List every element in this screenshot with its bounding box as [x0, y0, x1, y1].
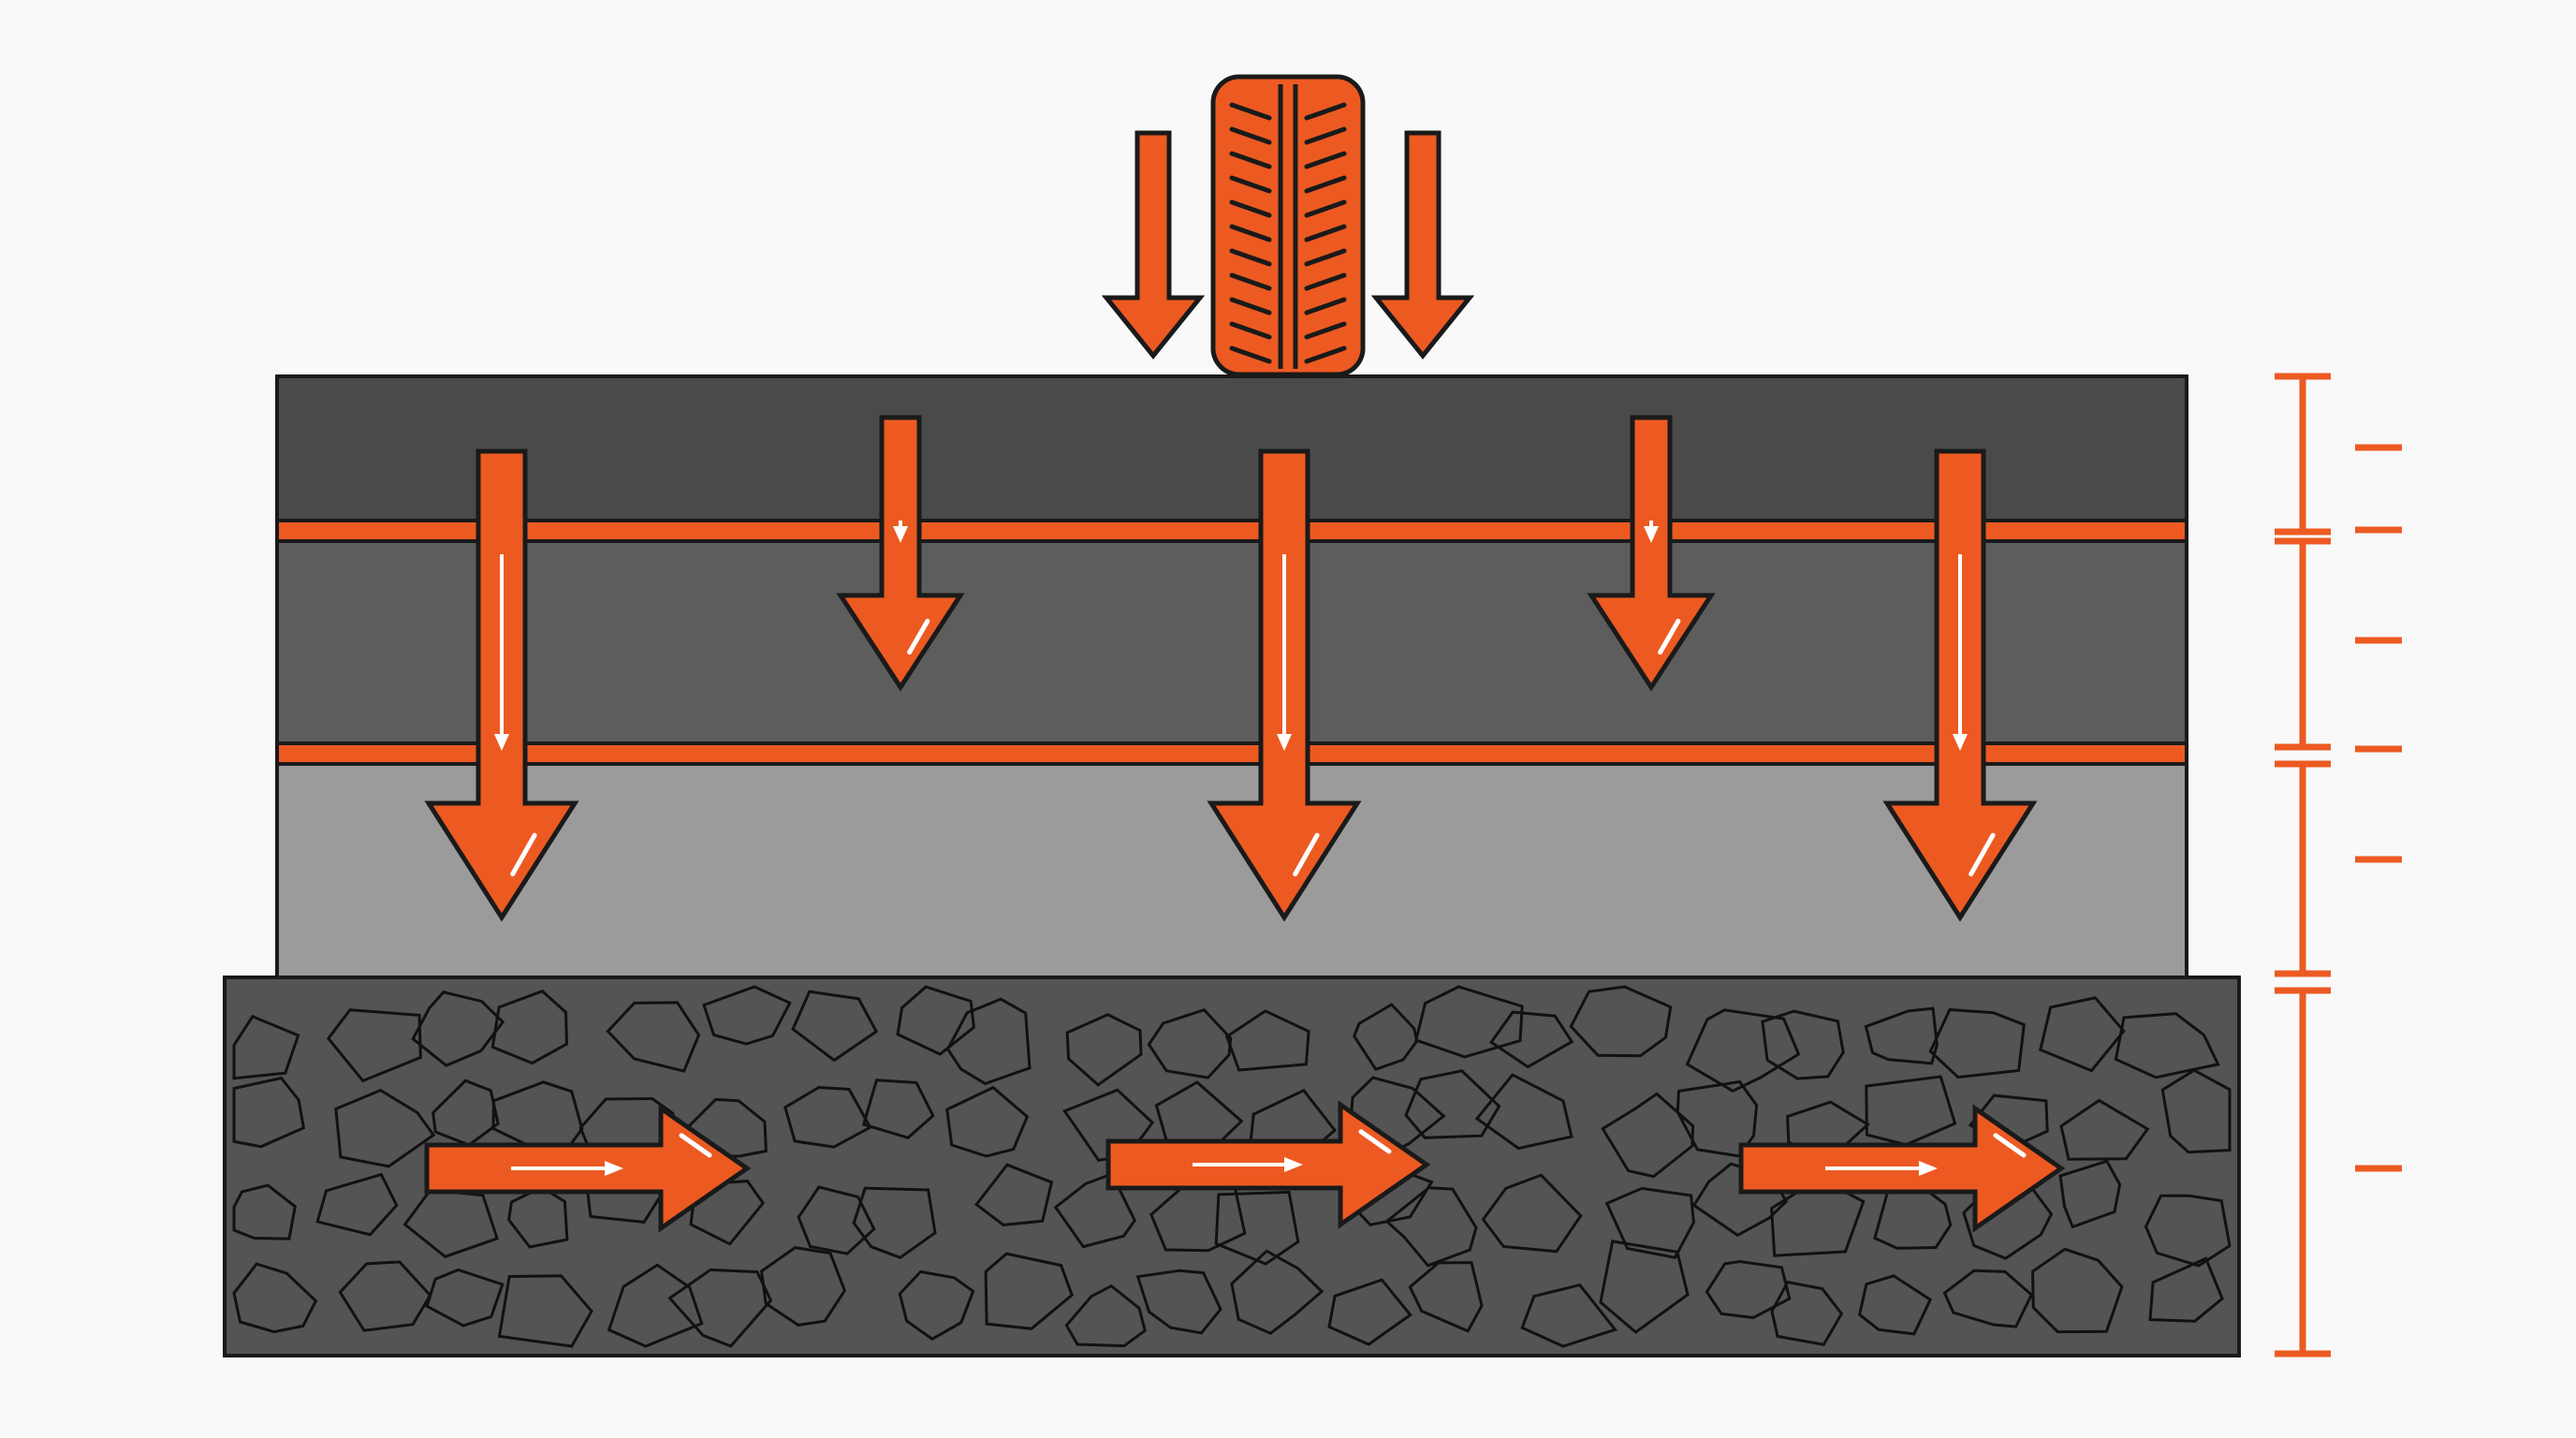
- aggregate-stone: [232, 1262, 318, 1334]
- aggregate-stone: [232, 1076, 306, 1149]
- aggregate-stone: [411, 990, 505, 1067]
- aggregate-stone: [1135, 1269, 1222, 1335]
- aggregate-stone: [973, 1163, 1054, 1226]
- aggregate-stone: [2160, 1068, 2232, 1154]
- aggregate-stone: [1761, 1009, 1845, 1080]
- downward-load-arrows: [424, 130, 2038, 922]
- aggregate-stone: [898, 1269, 975, 1342]
- aggregate-stone: [2039, 996, 2126, 1073]
- aggregate-stone: [425, 1268, 505, 1328]
- aggregate-stone: [1481, 1173, 1583, 1254]
- aggregate-stone: [232, 1183, 297, 1240]
- aggregate-stone: [2144, 1194, 2232, 1268]
- layer-base: [275, 762, 2188, 979]
- aggregate-stone: [1474, 1073, 1573, 1151]
- aggregate-stone: [797, 1185, 876, 1255]
- aggregate-stone: [607, 1263, 704, 1348]
- arrow-down-3: [1207, 448, 1362, 922]
- aggregate-stone: [1353, 1003, 1419, 1072]
- aggregate-stone: [1685, 1008, 1801, 1093]
- aggregate-stone: [1384, 1186, 1478, 1268]
- interface-line-2: [275, 741, 2188, 766]
- aggregate-stone: [861, 1078, 935, 1139]
- arrow-wheel-right: [1370, 130, 1475, 360]
- aggregate-stone: [1604, 1186, 1695, 1259]
- aggregate-stone: [334, 1088, 436, 1168]
- aggregate-stone: [1569, 985, 1673, 1058]
- aggregate-stone: [852, 1186, 937, 1259]
- aggregate-stone: [2058, 1159, 2122, 1229]
- tire-tread-icon: [1210, 74, 1366, 377]
- aggregate-stone: [2114, 1012, 2220, 1079]
- arrow-lateral-2: [1105, 1100, 1431, 1229]
- aggregate-stone: [2148, 1256, 2224, 1323]
- aggregate-stone: [1064, 1284, 1147, 1348]
- aggregate-stone: [1962, 1180, 2054, 1260]
- arrow-down-2: [836, 415, 965, 692]
- pavement-layers: [275, 374, 2188, 979]
- aggregate-stone: [945, 1085, 1030, 1158]
- aggregate-stone: [1599, 1240, 1690, 1334]
- aggregate-stone: [1488, 1010, 1574, 1069]
- aggregate-stone: [1414, 985, 1524, 1059]
- lateral-spread-arrows: [424, 1100, 2066, 1233]
- layer-surface: [275, 374, 2188, 522]
- aggregate-stone: [606, 1001, 701, 1073]
- aggregate-stone: [2031, 1247, 2124, 1334]
- aggregate-stone: [1230, 1249, 1325, 1335]
- arrow-lateral-3: [1738, 1104, 2066, 1233]
- aggregate-stone: [1147, 1007, 1233, 1079]
- aggregate-stone: [667, 1268, 773, 1348]
- aggregate-stone: [2059, 1098, 2150, 1161]
- layer-binder: [275, 539, 2188, 745]
- aggregate-stone: [497, 1274, 593, 1348]
- arrow-down-1: [424, 448, 579, 922]
- aggregate-stone: [315, 1172, 399, 1237]
- aggregate-stone: [1053, 1172, 1137, 1249]
- aggregate-stone: [1404, 1069, 1501, 1139]
- aggregate-stone: [1224, 1009, 1310, 1072]
- aggregate-stone: [1408, 1261, 1484, 1333]
- aggregate-stone: [896, 985, 975, 1056]
- aggregate-stone: [945, 997, 1032, 1086]
- aggregate-stone: [490, 989, 569, 1065]
- aggregate-stone: [1770, 1280, 1844, 1346]
- aggregate-stone: [338, 1260, 432, 1332]
- thickness-scale: [2275, 373, 2402, 1357]
- aggregate-stone: [1214, 1190, 1300, 1266]
- arrow-down-5: [1882, 448, 2038, 922]
- arrow-lateral-1: [424, 1104, 752, 1233]
- aggregate-stone: [1857, 1274, 1933, 1336]
- aggregate-stone: [702, 985, 792, 1046]
- aggregate-stone: [984, 1252, 1074, 1330]
- aggregate-stone: [759, 1246, 847, 1327]
- aggregate-stone: [1601, 1092, 1695, 1179]
- arrow-down-4: [1587, 415, 1716, 692]
- interface-line-1: [275, 519, 2188, 543]
- aggregate-stone: [783, 1085, 872, 1149]
- aggregate-stone: [1520, 1283, 1618, 1348]
- aggregate-stone: [1864, 1006, 1939, 1065]
- aggregate-stone: [1065, 1013, 1143, 1087]
- aggregate-stone: [1327, 1278, 1412, 1346]
- arrow-wheel-left: [1101, 130, 1206, 360]
- aggregate-stone: [791, 990, 879, 1063]
- aggregate-stone: [232, 1014, 300, 1080]
- aggregate-stone: [1928, 1007, 2026, 1079]
- aggregate-stone: [326, 1008, 422, 1083]
- aggregate-stone: [1942, 1269, 2034, 1328]
